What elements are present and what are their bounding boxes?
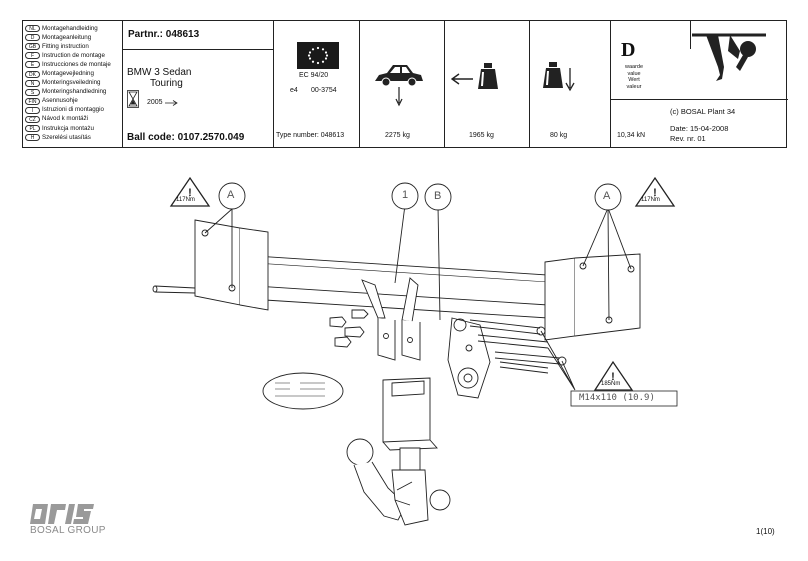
max-towing-mass: 2275 kg <box>385 132 410 139</box>
torque-right: 117Nm <box>641 197 660 203</box>
eu-flag-icon <box>297 42 339 69</box>
e-number: 00-3754 <box>311 87 337 94</box>
arrow-right-icon <box>165 100 178 106</box>
d-letter: D <box>621 39 636 61</box>
revision: Rev. nr. 01 <box>670 134 706 143</box>
bosal-group-text: BOSAL GROUP <box>30 525 106 536</box>
vehicle-model: BMW 3 Sedan <box>127 67 192 78</box>
type-number: Type number: 048613 <box>276 132 345 139</box>
callout-1 <box>391 182 419 210</box>
towbar-product-icon <box>692 33 766 81</box>
callout-a-left-label: A <box>227 189 235 201</box>
svg-text:!: ! <box>611 371 615 383</box>
vertical-load: 80 kg <box>550 132 568 139</box>
partnr: Partnr.: 048613 <box>128 29 200 40</box>
page-number: 1(10) <box>756 527 775 536</box>
callout-a-right-label: A <box>603 190 611 202</box>
bolt-spec-box <box>570 390 678 407</box>
max-trailer-mass: 1965 kg <box>469 132 494 139</box>
hourglass-icon <box>127 90 139 108</box>
torque-bolt: 185Nm <box>601 381 621 387</box>
callout-b-label: B <box>434 190 442 202</box>
ball-code: Ball code: 0107.2570.049 <box>127 132 245 143</box>
bolt-spec: M14x110 (10.9) <box>579 393 655 403</box>
vehicle-variant: Touring <box>150 78 183 89</box>
callout-a-left <box>218 182 246 210</box>
torque-left: 117Nm <box>176 197 195 203</box>
d-terms: waarde value Wert valeur <box>625 64 644 90</box>
warning-triangle-left <box>169 176 211 207</box>
weight-arrow-down-icon <box>543 62 575 92</box>
ec-approval: EC 94/20 <box>299 72 329 79</box>
company: (c) BOSAL Plant 34 <box>670 107 736 116</box>
warning-triangle-right <box>634 176 676 207</box>
date: Date: 15-04-2008 <box>670 124 729 133</box>
svg-text:!: ! <box>188 187 192 199</box>
car-icon <box>375 65 423 107</box>
d-value: 10,34 kN <box>617 132 646 139</box>
oris-logo-icon <box>30 504 94 524</box>
callout-b <box>424 183 452 211</box>
callout-a-right <box>594 183 622 211</box>
e-mark: e4 <box>290 87 298 94</box>
production-year: 2005 <box>147 99 163 106</box>
weight-arrow-left-icon <box>451 63 498 89</box>
callout-1-label: 1 <box>402 189 409 201</box>
svg-text:!: ! <box>653 187 657 199</box>
warning-triangle-bolt <box>593 360 634 391</box>
